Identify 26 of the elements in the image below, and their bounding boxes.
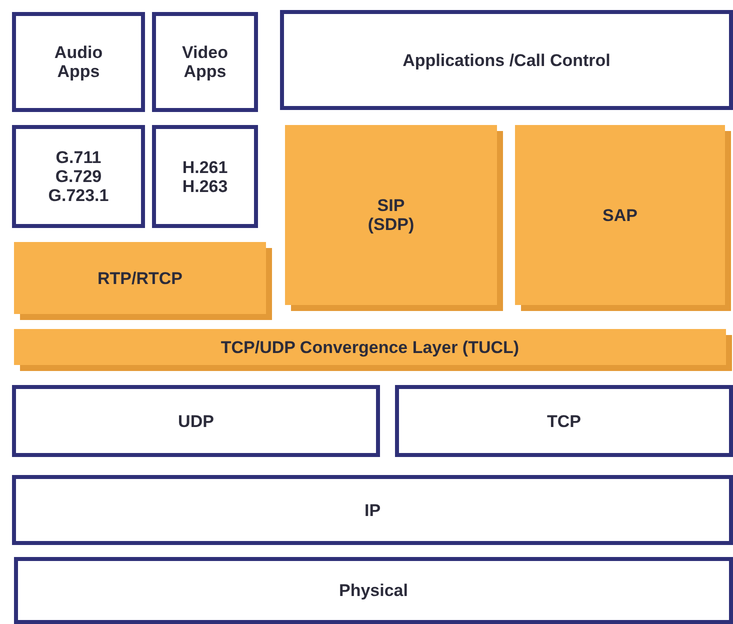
layer-box bbox=[152, 12, 258, 112]
protocol-block bbox=[285, 125, 497, 305]
layer-label: Physical bbox=[338, 581, 409, 600]
layer-box bbox=[12, 385, 380, 457]
layer-label: TCP/UDP Convergence Layer (TUCL) bbox=[220, 338, 520, 356]
layer-label: G.711 G.729 G.723.1 bbox=[47, 148, 110, 205]
layer-box bbox=[14, 557, 733, 624]
protocol-block bbox=[14, 242, 266, 314]
layer-label: Video Apps bbox=[181, 43, 229, 81]
layer-label: Applications /Call Control bbox=[402, 50, 612, 70]
layer-label: UDP bbox=[177, 412, 215, 430]
layer-box bbox=[395, 385, 733, 457]
layer-label: SIP (SDP) bbox=[366, 196, 416, 234]
layer-label: TCP bbox=[546, 412, 582, 430]
layer-box bbox=[12, 125, 145, 228]
layer-box bbox=[280, 10, 733, 110]
layer-box bbox=[152, 125, 258, 228]
layer-box bbox=[12, 12, 145, 112]
layer-label: SAP bbox=[602, 206, 638, 224]
protocol-block bbox=[515, 125, 725, 305]
layer-box bbox=[12, 475, 733, 545]
layer-label: Audio Apps bbox=[53, 43, 104, 81]
layer-label: H.261 H.263 bbox=[181, 158, 229, 196]
layer-label: RTP/RTCP bbox=[96, 268, 184, 288]
protocol-block bbox=[14, 329, 726, 365]
layer-label: IP bbox=[363, 500, 382, 520]
